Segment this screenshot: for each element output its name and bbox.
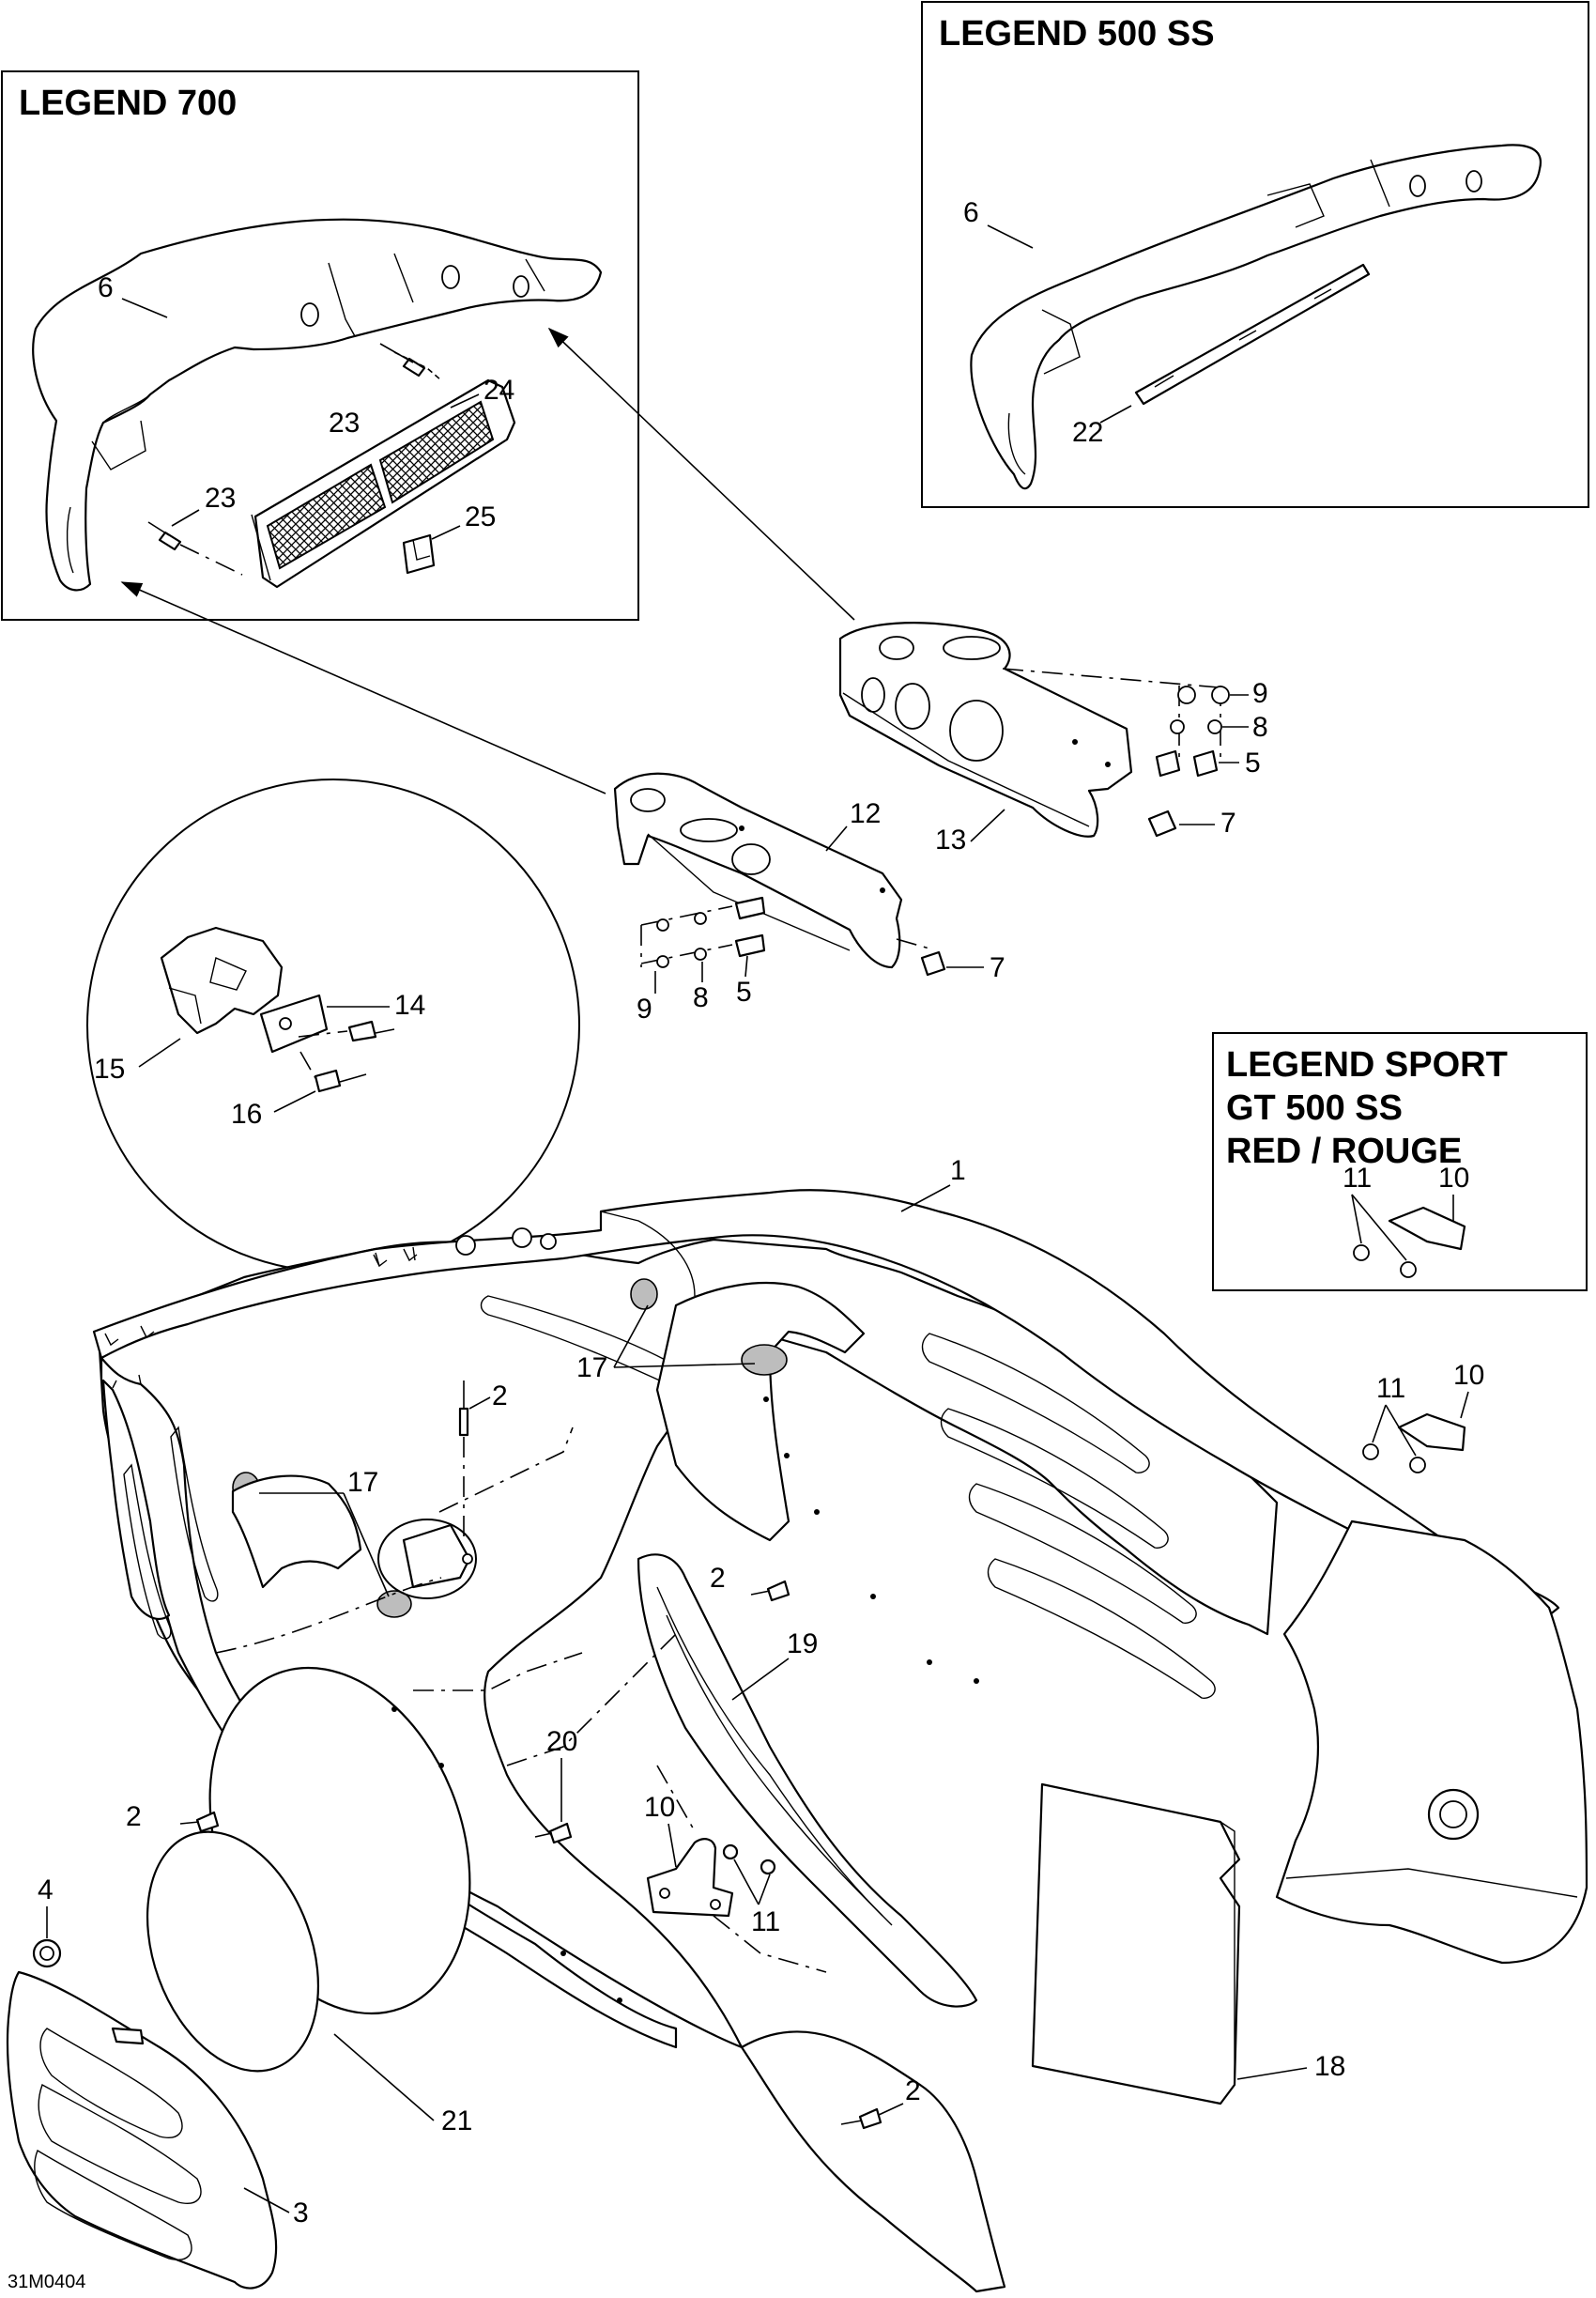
callout-10: 10 xyxy=(1438,1163,1469,1194)
bracket-10-right xyxy=(1362,1412,1466,1473)
fastener-rivet-2-bottom xyxy=(840,2107,882,2130)
grommet-4 xyxy=(32,1938,62,1968)
fasteners-bracket-12 xyxy=(640,896,946,977)
callout-22: 22 xyxy=(1072,417,1103,448)
latch-part xyxy=(160,926,395,1093)
bracket-13-part xyxy=(838,622,1220,838)
legend-sport-title-line3: RED / ROUGE xyxy=(1226,1132,1462,1171)
fastener-rivet-20 xyxy=(534,1822,573,1844)
callout-25: 25 xyxy=(465,501,496,532)
figure-code: 31M0404 xyxy=(8,2272,85,2292)
callout-12: 12 xyxy=(850,798,881,829)
fastener-rivet-2-left xyxy=(179,1811,220,1833)
fastener-rivet-2-center xyxy=(458,1380,469,1540)
callout-8: 8 xyxy=(693,982,709,1013)
legend-sport-title-line2: GT 500 SS xyxy=(1226,1088,1403,1128)
arrow-to-legend-700-upper xyxy=(547,327,855,621)
callout-19: 19 xyxy=(787,1628,818,1659)
mesh-grille-part xyxy=(251,378,516,589)
callout-24: 24 xyxy=(483,375,514,406)
callout-3: 3 xyxy=(293,2198,309,2229)
callout-14: 14 xyxy=(394,990,425,1021)
callout-5: 5 xyxy=(736,977,752,1008)
callout-11: 11 xyxy=(1376,1373,1405,1404)
callout-8: 8 xyxy=(1252,712,1268,743)
callout-2: 2 xyxy=(905,2075,921,2106)
callout-9: 9 xyxy=(1252,678,1268,709)
callout-20: 20 xyxy=(546,1726,577,1757)
callout-23: 23 xyxy=(205,483,236,514)
arrow-to-legend-700-lower xyxy=(120,581,606,794)
legend-700-box: LEGEND 700 xyxy=(1,70,639,621)
bumper-part xyxy=(32,218,603,592)
bracket-10-lower xyxy=(646,1838,776,1918)
callout-7: 7 xyxy=(1220,808,1236,839)
legend-500ss-title: LEGEND 500 SS xyxy=(939,14,1215,54)
callout-16: 16 xyxy=(231,1099,262,1130)
callout-13: 13 xyxy=(935,825,966,856)
push-rivet-23-top xyxy=(379,343,442,381)
callout-5: 5 xyxy=(1245,748,1261,779)
bracket-12-part xyxy=(613,772,930,969)
legend-sport-title-line1: LEGEND SPORT xyxy=(1226,1045,1508,1085)
callout-2: 2 xyxy=(710,1563,726,1594)
legend-500ss-box: LEGEND 500 SS 6 22 xyxy=(921,1,1589,508)
callout-17: 17 xyxy=(576,1352,607,1383)
callout-15: 15 xyxy=(94,1054,125,1085)
clip-part xyxy=(402,533,436,575)
callout-11: 11 xyxy=(1343,1163,1372,1194)
callout-9: 9 xyxy=(637,994,652,1025)
bracket-part xyxy=(1353,1206,1466,1278)
fasteners-bracket-13 xyxy=(1147,686,1230,838)
detail-circle: 14 15 16 xyxy=(86,779,580,1588)
callout-18: 18 xyxy=(1314,2051,1345,2082)
callout-23: 23 xyxy=(329,408,360,439)
main-body-part xyxy=(6,1189,1588,2293)
callout-6: 6 xyxy=(963,197,979,228)
callout-17: 17 xyxy=(347,1467,378,1498)
callout-10: 10 xyxy=(644,1792,675,1823)
legend-700-title: LEGEND 700 xyxy=(19,84,237,123)
callout-2: 2 xyxy=(126,1801,142,1832)
legend-sport-box: LEGEND SPORT GT 500 SS RED / ROUGE 11 10 xyxy=(1212,1032,1588,1291)
bumper-part xyxy=(970,144,1542,490)
callout-10: 10 xyxy=(1453,1360,1484,1391)
callout-21: 21 xyxy=(441,2105,472,2136)
reinforcement-strip-part xyxy=(1134,263,1371,406)
fastener-rivet-2-right xyxy=(750,1580,790,1602)
callout-7: 7 xyxy=(990,952,1005,983)
callout-4: 4 xyxy=(38,1874,54,1905)
push-rivet-23-left xyxy=(147,521,243,576)
callout-6: 6 xyxy=(98,272,114,303)
callout-11: 11 xyxy=(751,1906,780,1937)
callout-2: 2 xyxy=(492,1380,508,1411)
callout-1: 1 xyxy=(950,1155,966,1186)
